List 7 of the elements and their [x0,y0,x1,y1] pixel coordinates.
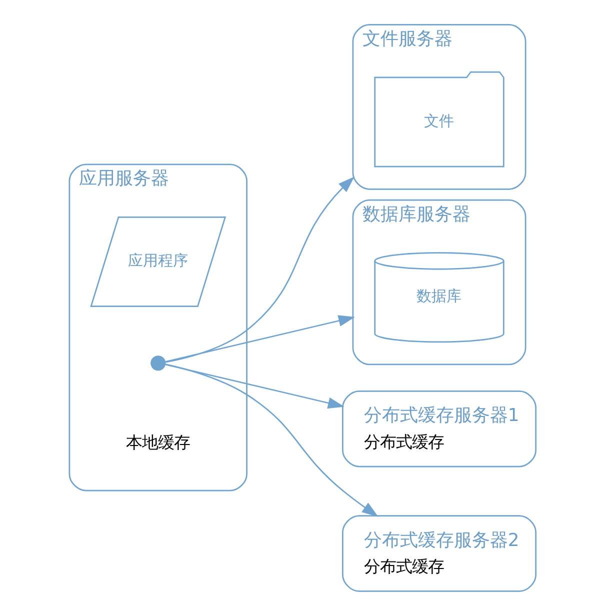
arrow [164,176,354,363]
node-box: 分布式缓存服务器1 分布式缓存 [342,390,536,468]
node-circle [150,356,166,371]
node-box: 分布式缓存服务器2 分布式缓存 [342,515,536,592]
arrow [164,364,344,409]
arrow [164,364,378,517]
arrow [164,315,354,362]
